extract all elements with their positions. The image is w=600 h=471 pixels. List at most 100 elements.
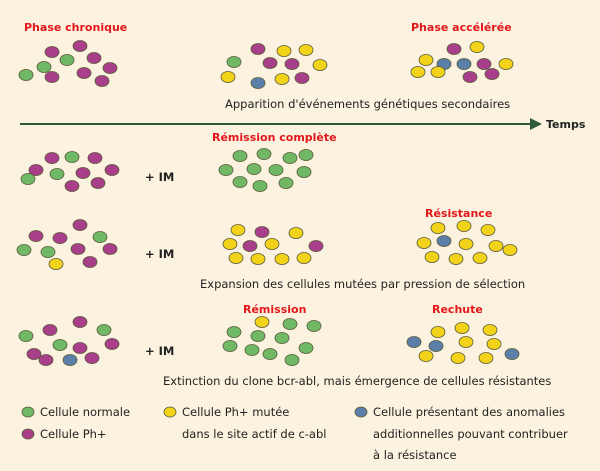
cell-normal <box>256 148 272 160</box>
cell-normal <box>232 150 248 162</box>
cell-normal <box>40 246 56 258</box>
cell-mutated <box>298 44 314 56</box>
cell-ph <box>250 43 266 55</box>
cell-ph <box>26 348 42 360</box>
cells-row4-start <box>18 316 120 366</box>
cell-normal <box>250 330 266 342</box>
cell-ph <box>28 230 44 242</box>
cell-mutated <box>220 71 236 83</box>
cell-mutated <box>410 66 426 78</box>
cell-ph <box>308 240 324 252</box>
cell-mutated <box>418 54 434 66</box>
cell-normal <box>49 168 65 180</box>
label-remission: Rémission <box>243 303 306 316</box>
cell-mutated <box>250 253 266 265</box>
legend-ph: Cellule Ph+ <box>40 427 107 441</box>
cell-ph <box>86 52 102 64</box>
legend-anomaly-line1: Cellule présentant des anomalies <box>373 405 565 419</box>
cell-normal <box>278 177 294 189</box>
cell-anomaly <box>436 235 452 247</box>
label-plus-im-2: + IM <box>145 247 174 261</box>
cell-mutated <box>498 58 514 70</box>
cell-normal <box>298 342 314 354</box>
caption-extinction: Extinction du clone bcr-abl, mais émerge… <box>163 374 551 388</box>
legend-swatch-normal <box>21 406 35 418</box>
cell-ph <box>42 324 58 336</box>
cell-mutated <box>48 258 64 270</box>
cell-ph <box>284 58 300 70</box>
cell-mutated <box>222 238 238 250</box>
legend-mutated-line2: dans le site actif de c-abl <box>182 427 326 441</box>
cell-mutated <box>472 252 488 264</box>
cell-mutated <box>418 350 434 362</box>
cells-secondary-events <box>220 43 328 89</box>
cells-expansion <box>222 224 324 265</box>
cell-ph <box>72 316 88 328</box>
cell-normal <box>226 56 242 68</box>
cell-ph <box>76 67 92 79</box>
cell-mutated <box>454 322 470 334</box>
cells-remission-complete <box>218 148 314 192</box>
cell-mutated <box>254 316 270 328</box>
cell-anomaly <box>428 340 444 352</box>
cell-normal <box>284 354 300 366</box>
cell-mutated <box>274 73 290 85</box>
cell-normal <box>282 152 298 164</box>
label-phase-chronique: Phase chronique <box>24 21 127 34</box>
cell-normal <box>18 330 34 342</box>
cell-ph <box>87 152 103 164</box>
cell-ph <box>104 164 120 176</box>
label-temps: Temps <box>546 118 586 131</box>
cell-mutated <box>448 253 464 265</box>
cell-ph <box>70 243 86 255</box>
cell-ph <box>90 177 106 189</box>
legend-swatch-mutated <box>163 406 177 418</box>
cell-ph <box>52 232 68 244</box>
cell-ph <box>242 240 258 252</box>
label-phase-acceleree: Phase accélérée <box>411 21 512 34</box>
cell-ph <box>446 43 462 55</box>
cells-phase-acceleree <box>410 41 514 83</box>
cell-mutated <box>312 59 328 71</box>
legend-normal: Cellule normale <box>40 405 130 419</box>
cell-normal <box>306 320 322 332</box>
cells-remission <box>222 316 322 366</box>
cell-ph <box>82 256 98 268</box>
cell-mutated <box>488 240 504 252</box>
cell-normal <box>64 151 80 163</box>
cell-mutated <box>424 251 440 263</box>
cells-resistance <box>416 220 518 265</box>
cell-mutated <box>430 66 446 78</box>
cell-normal <box>218 164 234 176</box>
label-plus-im-3: + IM <box>145 344 174 358</box>
cell-anomaly <box>406 336 422 348</box>
cell-normal <box>226 326 242 338</box>
cell-mutated <box>274 253 290 265</box>
cell-ph <box>44 152 60 164</box>
cell-ph <box>72 40 88 52</box>
cell-mutated <box>276 45 292 57</box>
legend-swatch-ph <box>21 428 35 440</box>
legend-anomaly-line2: additionnelles pouvant contribuer <box>373 427 568 441</box>
cell-ph <box>38 354 54 366</box>
legend-swatch-anomaly <box>354 406 368 418</box>
cell-mutated <box>482 324 498 336</box>
cell-mutated <box>288 227 304 239</box>
cell-normal <box>16 244 32 256</box>
cell-mutated <box>478 352 494 364</box>
cell-mutated <box>228 252 244 264</box>
cell-normal <box>282 318 298 330</box>
cell-mutated <box>230 224 246 236</box>
cell-ph <box>44 71 60 83</box>
cell-normal <box>244 344 260 356</box>
cell-mutated <box>264 238 280 250</box>
cell-mutated <box>456 220 472 232</box>
cell-mutated <box>430 326 446 338</box>
cell-mutated <box>458 238 474 250</box>
cell-normal <box>96 324 112 336</box>
cell-ph <box>75 167 91 179</box>
cell-anomaly <box>62 354 78 366</box>
legend-anomaly-line3: à la résistance <box>373 448 457 462</box>
cell-mutated <box>480 224 496 236</box>
